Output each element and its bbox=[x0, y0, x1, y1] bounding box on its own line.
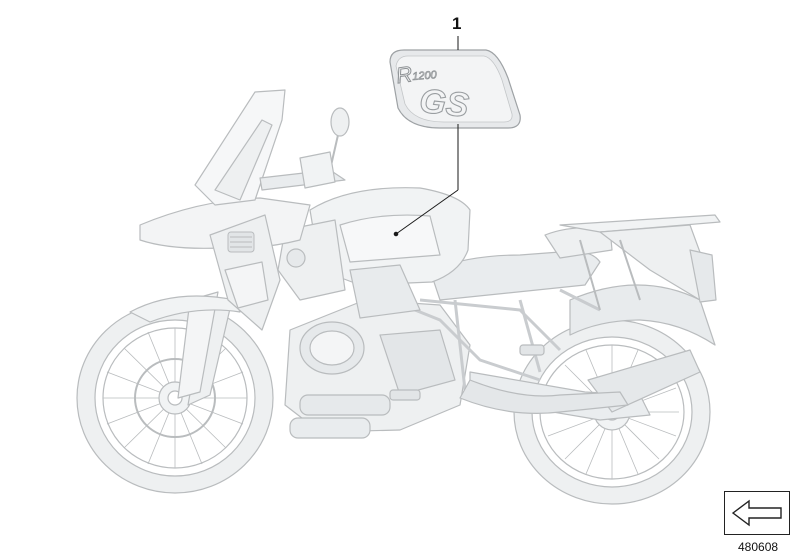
decal-gs-lettering: GS bbox=[418, 82, 471, 125]
windscreen bbox=[194, 89, 286, 206]
callout-number: 1 bbox=[452, 14, 462, 33]
svg-text:1200: 1200 bbox=[412, 69, 438, 83]
leader-line bbox=[393, 36, 459, 237]
luggage-rack bbox=[559, 214, 721, 233]
arrow-left-icon bbox=[731, 499, 782, 527]
diagram-number: 480608 bbox=[738, 540, 779, 554]
decal-r-lettering: R bbox=[395, 61, 414, 88]
tank-decal: R 1200 GS bbox=[389, 49, 521, 129]
exhaust bbox=[459, 379, 629, 414]
previous-diagram-button[interactable] bbox=[724, 491, 790, 535]
front-wheel bbox=[76, 302, 274, 494]
handlebar-mirrors bbox=[259, 107, 350, 191]
rear-fender bbox=[569, 284, 716, 346]
